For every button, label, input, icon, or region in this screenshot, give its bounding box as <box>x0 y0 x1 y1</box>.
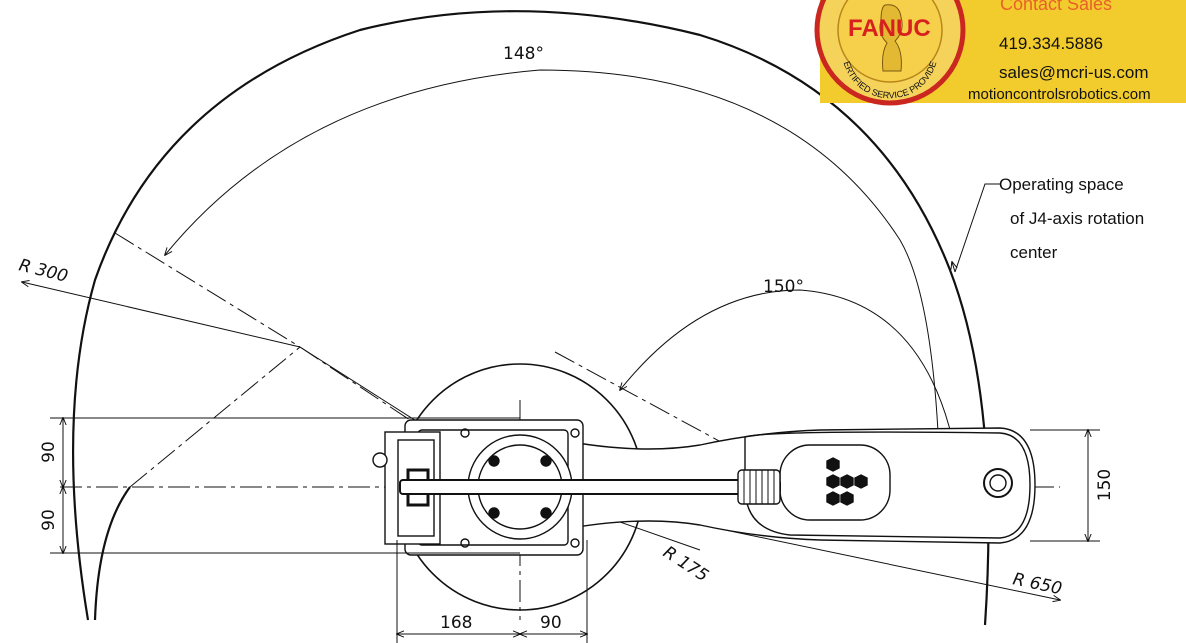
inner-left-arc <box>93 486 131 621</box>
phone-number[interactable]: 419.334.5886 <box>999 34 1103 53</box>
angle-150-label: 150° <box>763 277 804 297</box>
workspace-envelope <box>72 10 990 626</box>
angle-arcs <box>165 69 960 480</box>
radius-650-label: R 650 <box>1011 569 1064 599</box>
dim-90-upper-label: 90 <box>39 441 59 463</box>
callout-line-1: Operating space <box>999 175 1124 194</box>
dim-150-label: 150 <box>1095 469 1115 501</box>
outer-reach-arc <box>72 10 990 626</box>
dim-90-lower-label: 90 <box>39 509 59 531</box>
fanuc-logo: FANUC <box>848 15 931 42</box>
contact-sales-label: Contact Sales <box>1000 0 1112 14</box>
robot-figure-icon <box>879 4 903 72</box>
callout-leader <box>954 183 1000 273</box>
email-address[interactable]: sales@mcri-us.com <box>999 63 1149 82</box>
robot-arm <box>372 419 1036 556</box>
dim-168-label: 168 <box>440 613 472 633</box>
radius-175-label: R 175 <box>659 542 712 586</box>
callout-line-2: of J4-axis rotation <box>1010 209 1144 228</box>
callout-line-3: center <box>1010 243 1058 262</box>
dim-90-bottom-label: 90 <box>540 613 562 633</box>
badge-arc-bottom: CERTIFIED SERVICE PROVIDER <box>0 0 938 100</box>
website-link[interactable]: motioncontrolsrobotics.com <box>968 86 1151 103</box>
dimension-lines <box>50 418 1100 643</box>
angle-148-label: 148° <box>503 44 544 64</box>
